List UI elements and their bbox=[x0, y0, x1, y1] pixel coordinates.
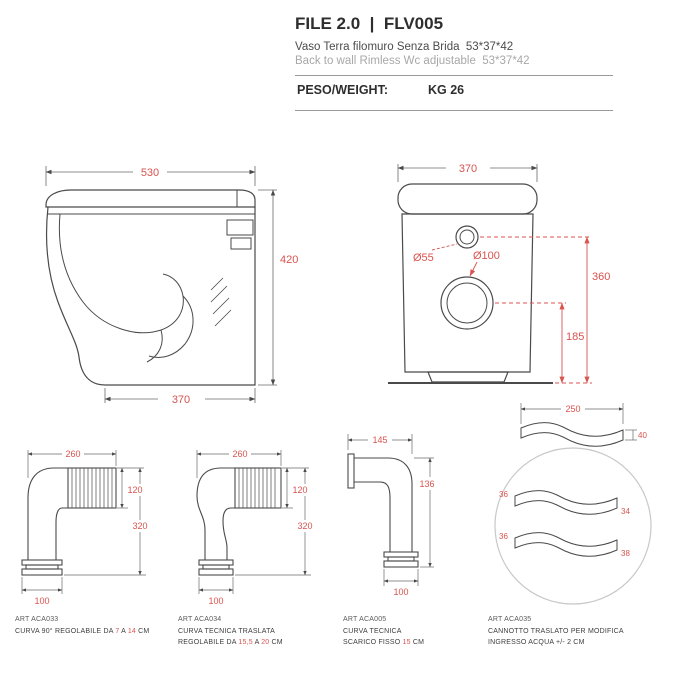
caption-segment: CM bbox=[269, 639, 283, 646]
toilet-front-outline bbox=[388, 183, 553, 384]
sleeve-part bbox=[520, 422, 624, 447]
accessory-drawing-aca005: 145 136 100 bbox=[347, 434, 440, 597]
corrugation bbox=[238, 468, 276, 508]
dimension-370-top bbox=[397, 164, 538, 182]
outlet-hole bbox=[440, 276, 494, 330]
caption-segment: CM bbox=[136, 628, 150, 635]
caption-value: 15 bbox=[402, 639, 411, 646]
caption-value: 20 bbox=[261, 639, 270, 646]
dim-360-label: 360 bbox=[592, 271, 610, 283]
caption-segment: CURVA 90° REGOLABILE DA bbox=[15, 628, 116, 635]
caption-aca034: ART ACA034 CURVA TECNICA TRASLATA REGOLA… bbox=[178, 614, 328, 648]
dim-36a-label: 36 bbox=[499, 490, 508, 499]
caption-aca005: ART ACA005 CURVA TECNICA SCARICO FISSO 1… bbox=[343, 614, 483, 648]
caption-segment: A bbox=[119, 628, 128, 635]
dim-420-label: 420 bbox=[280, 254, 298, 266]
dim-370-front-label: 370 bbox=[459, 163, 477, 175]
accessory-drawing-aca034: 260 120 320 100 bbox=[196, 448, 317, 606]
dim-145-label: 145 bbox=[372, 435, 387, 445]
subtitle-english: Back to wall Rimless Wc adjustable 53*37… bbox=[295, 55, 530, 67]
sleeve-section-b bbox=[514, 532, 618, 557]
caption-text: SCARICO FISSO 15 CM bbox=[343, 637, 483, 648]
caption-segment: REGOLABILE DA bbox=[178, 639, 239, 646]
front-view-drawing: 370 Ø55 Ø100 360 185 bbox=[388, 163, 610, 384]
dim-120-label: 120 bbox=[292, 485, 307, 495]
caption-text: CURVA 90° REGOLABILE DA 7 A 14 CM bbox=[15, 626, 173, 637]
weight-value: KG 26 bbox=[427, 83, 465, 97]
dim-100-label: 100 bbox=[34, 596, 49, 606]
caption-text: REGOLABILE DA 15,5 A 20 CM bbox=[178, 637, 328, 648]
dim-136-label: 136 bbox=[419, 479, 434, 489]
caption-text: INGRESSO ACQUA +/- 2 CM bbox=[488, 639, 585, 646]
weight-label: PESO/WEIGHT: bbox=[297, 83, 388, 97]
caption-segment: SCARICO FISSO bbox=[343, 639, 403, 646]
caption-segment: CM bbox=[410, 639, 425, 646]
dim-hole-large-label: Ø100 bbox=[473, 250, 500, 262]
divider bbox=[295, 110, 613, 111]
caption-text: CURVA TECNICA TRASLATA bbox=[178, 628, 275, 635]
offset-pipe bbox=[196, 467, 282, 576]
caption-aca033: ART ACA033 CURVA 90° REGOLABILE DA 7 A 1… bbox=[15, 614, 173, 637]
header: FILE 2.0 | FLV005 Vaso Terra filomuro Se… bbox=[295, 14, 613, 111]
elbow-pipe bbox=[21, 467, 117, 576]
subtitle-italian: Vaso Terra filomuro Senza Brida 53*37*42 bbox=[295, 41, 514, 53]
dimension-530 bbox=[45, 166, 256, 186]
dim-370-bottom-label: 370 bbox=[172, 394, 190, 406]
dim-120-label: 120 bbox=[127, 485, 142, 495]
dim-260-label: 260 bbox=[232, 449, 247, 459]
hole-leaders bbox=[431, 236, 592, 384]
dim-34-label: 34 bbox=[621, 507, 630, 516]
dim-38-label: 38 bbox=[621, 549, 630, 558]
corrugation bbox=[71, 468, 113, 508]
dim-hole-small-label: Ø55 bbox=[413, 252, 434, 264]
art-code: ART ACA033 bbox=[15, 616, 59, 623]
weight-row: PESO/WEIGHT: KG 26 bbox=[295, 76, 613, 102]
toilet-side-profile bbox=[45, 189, 256, 386]
art-code: ART ACA035 bbox=[488, 616, 532, 623]
dim-185-label: 185 bbox=[566, 331, 584, 343]
dim-250-label: 250 bbox=[565, 404, 580, 414]
caption-text: CANNOTTO TRASLATO PER MODIFICA bbox=[488, 628, 624, 635]
side-view-drawing: 530 420 370 bbox=[45, 166, 298, 406]
dim-100-label: 100 bbox=[208, 596, 223, 606]
page-title: FILE 2.0 | FLV005 bbox=[295, 14, 444, 33]
caption-value: 14 bbox=[127, 628, 136, 635]
dim-260-label: 260 bbox=[65, 449, 80, 459]
art-code: ART ACA034 bbox=[178, 616, 222, 623]
caption-value: 7 bbox=[115, 628, 120, 635]
dim-320-label: 320 bbox=[297, 521, 312, 531]
dimensions bbox=[347, 434, 434, 586]
fixed-curve-pipe bbox=[347, 453, 419, 568]
dim-100-label: 100 bbox=[393, 587, 408, 597]
inlet-hole bbox=[455, 225, 479, 249]
accessory-drawing-aca033: 260 120 320 100 bbox=[21, 448, 152, 606]
sleeve-section-a bbox=[514, 490, 618, 515]
dim-530-label: 530 bbox=[141, 167, 159, 179]
caption-aca035: ART ACA035 CANNOTTO TRASLATO PER MODIFIC… bbox=[488, 614, 688, 648]
dim-40-label: 40 bbox=[638, 431, 647, 440]
divider bbox=[295, 75, 613, 76]
dimension-370 bbox=[104, 388, 256, 403]
dim-36b-label: 36 bbox=[499, 532, 508, 541]
caption-value: 15,5 bbox=[238, 639, 253, 646]
caption-segment: A bbox=[252, 639, 262, 646]
section-hatch bbox=[210, 277, 232, 327]
detail-circle bbox=[494, 447, 652, 605]
caption-text: CURVA TECNICA bbox=[343, 628, 402, 635]
dimension-420 bbox=[258, 189, 277, 386]
dim-320-label: 320 bbox=[132, 521, 147, 531]
accessory-drawing-aca035: 250 40 36 34 36 38 bbox=[494, 403, 652, 605]
art-code: ART ACA005 bbox=[343, 616, 387, 623]
